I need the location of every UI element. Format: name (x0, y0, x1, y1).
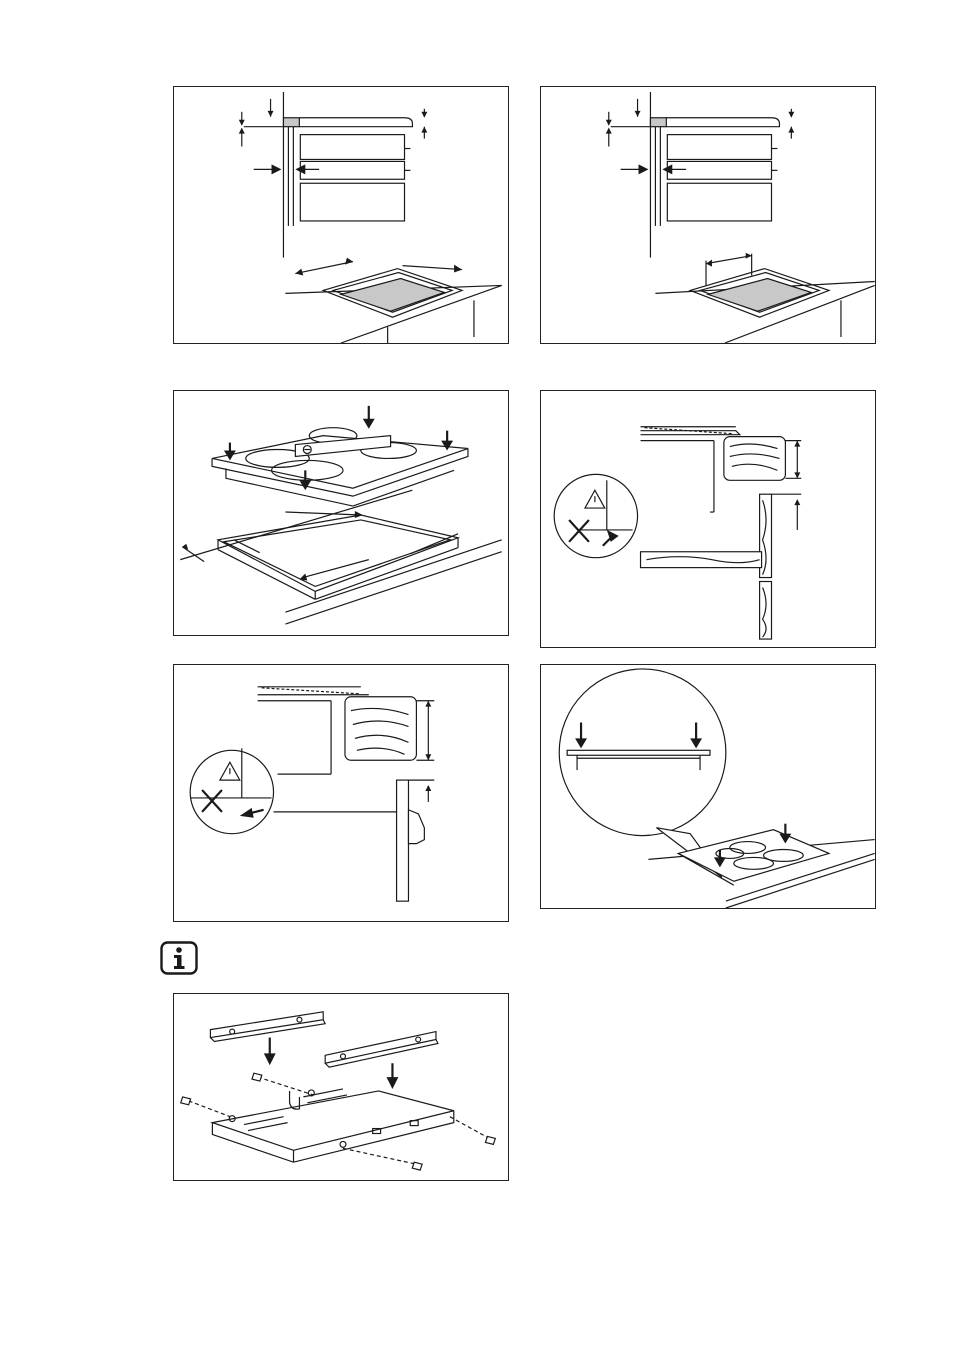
hob-cutout-dimensions-diagram (174, 87, 508, 343)
warning-clearance-diagram (541, 391, 875, 647)
press-down-diagram (541, 665, 875, 908)
bracket-assembly-diagram (174, 994, 508, 1180)
fig-cutout-side (540, 86, 876, 344)
fig-cutout-front (173, 86, 509, 344)
fig-mounting-brackets (173, 993, 509, 1181)
warning-drawer-diagram (174, 665, 508, 921)
fig-hob-drawer-clearance (173, 664, 509, 922)
fig-hob-wall-clearance (540, 390, 876, 648)
hob-installation-diagram (174, 391, 508, 635)
info-icon (160, 941, 198, 975)
fig-hob-into-cutout (173, 390, 509, 636)
fig-hob-press-down (540, 664, 876, 909)
hob-cutout-side-diagram (541, 87, 875, 343)
